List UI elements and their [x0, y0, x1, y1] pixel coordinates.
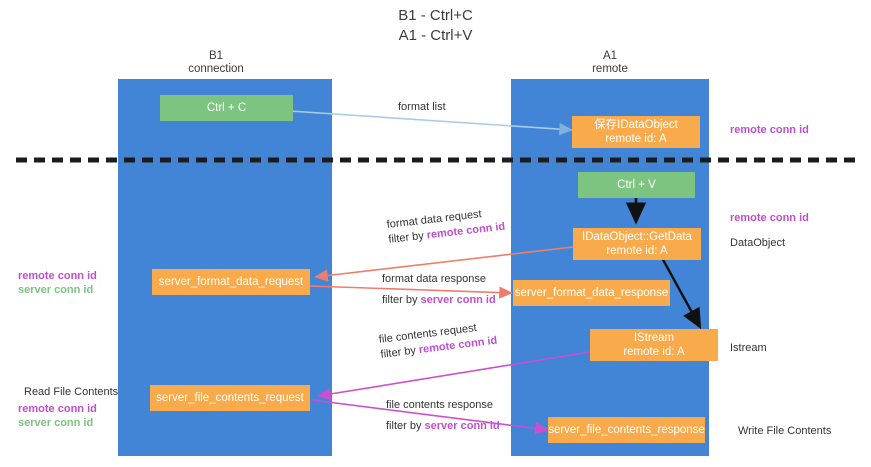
node-server-format-data-response-label: server_format_data_response: [514, 287, 669, 299]
edge-label-format-list: format list: [398, 100, 446, 115]
filter-prefix-4: filter by: [386, 420, 425, 432]
node-ctrl-c-label: Ctrl + C: [206, 102, 247, 114]
node-istream-line2: remote id: A: [623, 346, 685, 358]
edge-label-format-data-request: format data request filter by remote con…: [386, 205, 506, 248]
title-line-1: B1 - Ctrl+C: [398, 7, 473, 24]
node-ctrl-c[interactable]: Ctrl + C: [160, 95, 293, 121]
node-save-idataobject-line1: 保存IDataObject: [594, 119, 678, 131]
column-header-a1: A1 remote: [510, 50, 710, 76]
edge-label-file-contents-request: file contents request filter by remote c…: [378, 319, 498, 363]
node-server-format-data-response[interactable]: server_format_data_response: [513, 280, 670, 306]
annotation-left-conn-ids-2: remote conn id server conn id: [18, 402, 97, 430]
filter-prefix-3: filter by: [379, 344, 420, 361]
edge-label-format-data-response-l1: format data response: [382, 273, 486, 285]
diagram-title: B1 - Ctrl+C A1 - Ctrl+V: [0, 6, 871, 46]
annotation-left-remote-conn-id-2: remote conn id: [18, 403, 97, 415]
filter-key-server-conn-id: server conn id: [420, 294, 496, 306]
node-istream[interactable]: IStream remote id: A: [590, 329, 718, 361]
node-save-idataobject[interactable]: 保存IDataObject remote id: A: [572, 116, 700, 148]
node-idataobject-getdata-line2: remote id: A: [606, 245, 668, 257]
annotation-left-conn-ids: remote conn id server conn id: [18, 269, 97, 297]
edge-label-format-data-response: format data response filter by server co…: [382, 272, 496, 308]
edge-label-format-data-response-l2: filter by server conn id: [382, 293, 496, 308]
filter-prefix: filter by: [387, 229, 428, 246]
annotation-left-server-conn-id: server conn id: [18, 284, 94, 296]
annotation-write-file-contents: Write File Contents: [738, 425, 832, 437]
edge-label-format-list-text: format list: [398, 101, 446, 113]
node-server-file-contents-response-label: server_file_contents_response: [548, 424, 705, 436]
node-ctrl-v[interactable]: Ctrl + V: [578, 172, 695, 198]
node-server-format-data-request-label: server_format_data_request: [158, 276, 304, 288]
annotation-read-file-contents-group: Read File Contents: [24, 385, 118, 399]
title-line-2: A1 - Ctrl+V: [398, 27, 473, 44]
filter-key-server-conn-id-2: server conn id: [424, 420, 500, 432]
node-istream-line1: IStream: [633, 332, 675, 344]
node-server-file-contents-response[interactable]: server_file_contents_response: [548, 417, 705, 443]
annotation-remote-conn-id-mid: remote conn id: [730, 212, 809, 224]
edge-label-file-contents-response: file contents response filter by server …: [386, 398, 500, 434]
annotation-left-server-conn-id-2: server conn id: [18, 417, 94, 429]
annotation-remote-conn-id-top: remote conn id: [730, 124, 809, 136]
node-save-idataobject-line2: remote id: A: [605, 133, 667, 145]
edge-label-file-contents-response-l1: file contents response: [386, 399, 494, 411]
column-header-a1-name: A1: [602, 50, 618, 62]
annotation-read-file-contents: Read File Contents: [24, 386, 119, 398]
node-idataobject-getdata[interactable]: IDataObject::GetData remote id: A: [573, 228, 701, 260]
node-server-file-contents-request[interactable]: server_file_contents_request: [150, 385, 310, 411]
annotation-dataobject: DataObject: [730, 237, 786, 249]
column-header-b1-name: B1: [208, 50, 224, 62]
column-header-b1: B1 connection: [116, 50, 316, 76]
annotation-left-remote-conn-id: remote conn id: [18, 270, 97, 282]
node-server-file-contents-request-label: server_file_contents_request: [156, 392, 304, 404]
node-server-format-data-request[interactable]: server_format_data_request: [152, 269, 310, 295]
node-idataobject-getdata-line1: IDataObject::GetData: [582, 231, 692, 243]
column-header-a1-sub: remote: [592, 63, 628, 75]
node-ctrl-v-label: Ctrl + V: [617, 179, 656, 191]
filter-prefix-2: filter by: [382, 294, 421, 306]
edge-label-file-contents-response-l2: filter by server conn id: [386, 419, 500, 434]
column-header-b1-sub: connection: [188, 63, 244, 75]
annotation-istream: Istream: [730, 342, 767, 354]
